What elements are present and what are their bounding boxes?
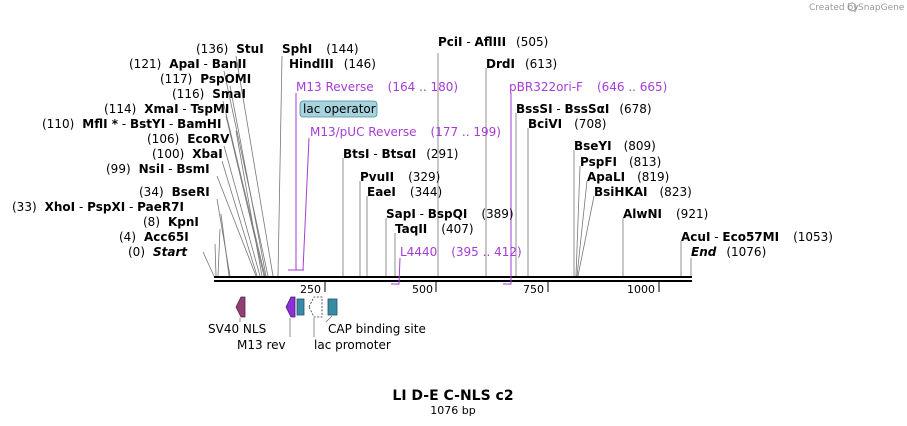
- site-end: End(1076): [691, 245, 766, 259]
- sv40-nls-feature: [235, 296, 246, 318]
- lac-operator-box: [299, 100, 378, 118]
- tick-label: 500: [412, 283, 433, 296]
- site-taqii: TaqII(407): [395, 222, 474, 236]
- site-pspomi: (117)PspOMI: [160, 72, 251, 86]
- site-kpni: (8)KpnI: [143, 215, 199, 229]
- site-start: (0)Start: [128, 245, 188, 259]
- site-bsssi: BssSI - BssSαI(678): [516, 102, 652, 116]
- feature-label-sv40-nls: SV40 NLS: [208, 322, 266, 336]
- primer-m13-reverse: M13 Reverse(164 .. 180): [296, 80, 458, 94]
- map-title: LI D-E C-NLS c2: [392, 388, 513, 404]
- primer-m13-puc-reverse: M13/pUC Reverse(177 .. 199): [310, 125, 501, 139]
- tick-label: 750: [523, 283, 544, 296]
- site-nsii: (99)NsiI - BsmI: [106, 162, 210, 176]
- site-pcii: PciI - AflIII(505): [438, 35, 548, 49]
- site-bsihkai: BsiHKAI(823): [594, 185, 692, 199]
- site-pvuii: PvuII(329): [360, 170, 440, 184]
- site-sapi: SapI - BspQI(389): [386, 207, 514, 221]
- lac-promoter-feature: [308, 296, 323, 318]
- scale-ticks: 250 500 750 1000: [300, 282, 660, 296]
- site-sphi: SphI(144): [282, 42, 359, 56]
- leader-lines: [202, 53, 692, 277]
- site-mfli: (110)MflI * - BstYI - BamHI: [42, 117, 221, 131]
- site-bcivi: BciVI(708): [528, 117, 606, 131]
- m13-rev-feature: [285, 296, 296, 318]
- site-stui: (136)StuI: [196, 42, 264, 56]
- site-bseyi: BseYI(809): [574, 139, 656, 153]
- site-pspfi: PspFI(813): [580, 155, 661, 169]
- site-acui: AcuI - Eco57MI(1053): [681, 230, 833, 244]
- site-ecorv: (106)EcoRV: [147, 132, 230, 146]
- site-xmai: (114)XmaI - TspMI: [104, 102, 229, 116]
- site-drdi: DrdI(613): [486, 57, 557, 71]
- tick-label: 250: [300, 283, 321, 296]
- credit-prefix: Created by: [809, 3, 859, 13]
- feature-leaders: [239, 315, 333, 337]
- feature-label-m13-rev: M13 rev: [237, 338, 286, 352]
- lac-operator-label: lac operator: [303, 102, 376, 116]
- feature-label-cap-binding-site: CAP binding site: [328, 322, 426, 336]
- map-length: 1076 bp: [430, 404, 475, 417]
- site-acc65i: (4)Acc65I: [119, 230, 189, 244]
- site-hindiii: HindIII(146): [289, 57, 376, 71]
- site-apai: (121)ApaI - BanII: [129, 57, 246, 71]
- site-smai: (116)SmaI: [172, 87, 246, 101]
- site-eaei: EaeI(344): [367, 185, 442, 199]
- site-xbai: (100)XbaI: [152, 147, 223, 161]
- credit-brand: SnapGene: [858, 3, 905, 13]
- cap-binding-site-feature: [327, 298, 338, 316]
- site-apali: ApaLI(819): [587, 170, 669, 184]
- lac-operator-feature: [296, 298, 305, 316]
- primer-pbr322ori-f: pBR322ori-F(646 .. 665): [509, 80, 667, 94]
- snapgene-logo-icon: [847, 2, 857, 12]
- feature-label-lac-promoter: lac promoter: [314, 338, 391, 352]
- primer-markers: [288, 93, 512, 285]
- tick-label: 1000: [627, 283, 655, 296]
- site-xhoi: (33)XhoI - PspXI - PaeR7I: [12, 200, 184, 214]
- site-btsi: BtsI - BtsαI(291): [343, 147, 458, 161]
- site-alwni: AlwNI(921): [623, 207, 708, 221]
- site-bseri: (34)BseRI: [139, 185, 210, 199]
- primer-l4440: L4440(395 .. 412): [400, 245, 522, 259]
